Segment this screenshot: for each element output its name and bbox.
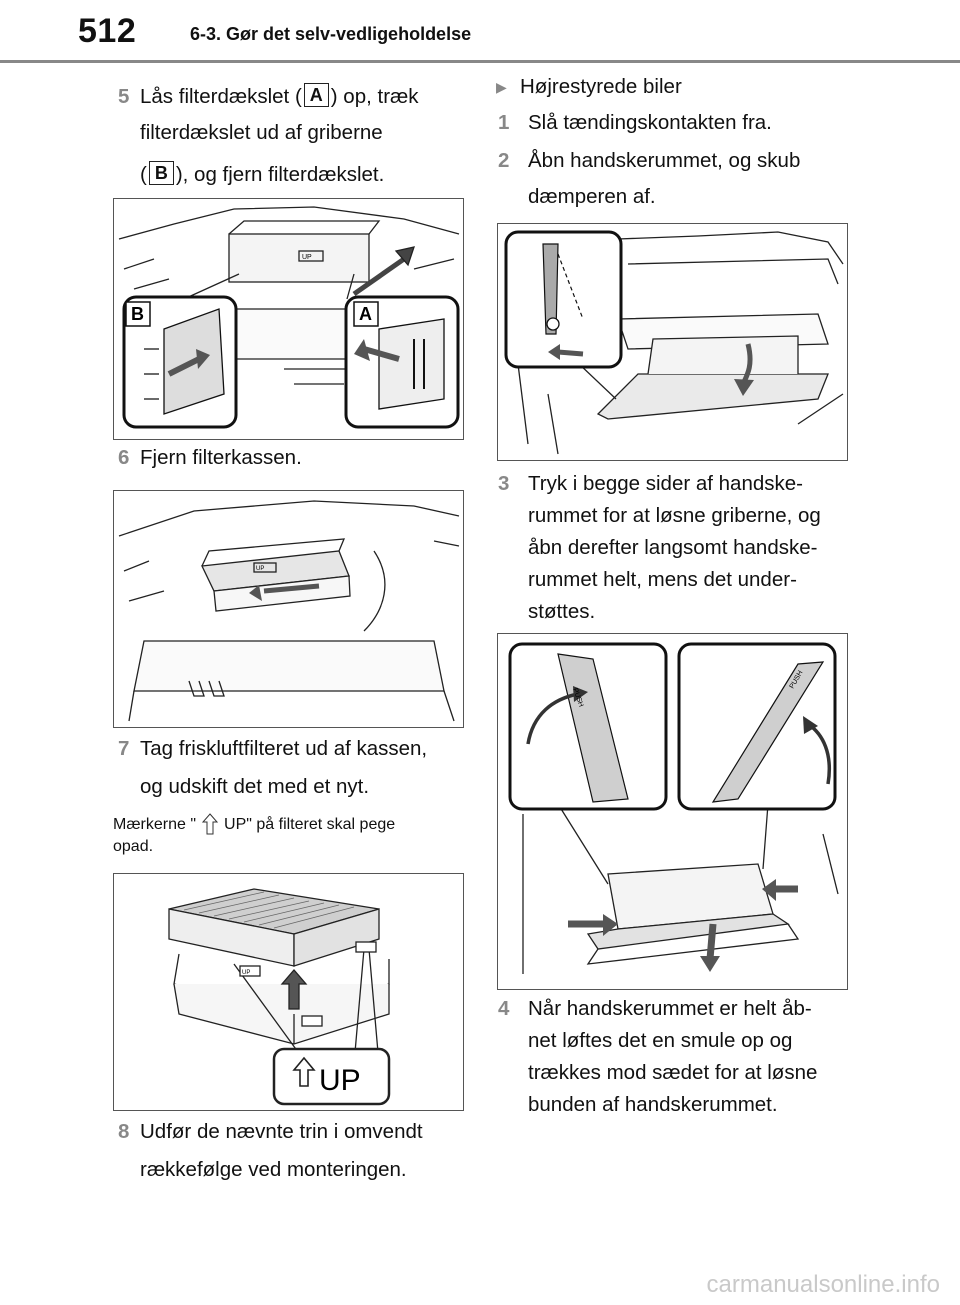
filter-up-tag: UP — [302, 254, 312, 261]
page-number: 512 — [78, 12, 137, 50]
note-text: UP" på filteret skal pege — [224, 816, 396, 833]
step-text: Når handskerummet er helt åb- — [528, 997, 812, 1020]
step-4: 4 Når handskerummet er helt åb- net løft… — [498, 990, 858, 1140]
inset-damper — [504, 230, 623, 369]
step-text: Slå tændingskontakten fra. — [528, 111, 772, 134]
up-label-large: UP — [319, 1064, 361, 1097]
step-text: ) op, træk — [330, 85, 419, 108]
note-text: opad. — [113, 838, 154, 855]
filter-cover-illustration: B A UP — [118, 206, 460, 429]
up-arrow-icon — [196, 813, 224, 836]
filter-up-tag: UP — [242, 970, 250, 976]
step-3: 3 Tryk i begge sider af handske- rummet … — [498, 465, 858, 645]
watermark: carmanualsonline.info — [706, 1271, 940, 1298]
step-text: rummet for at løsne griberne, og — [528, 504, 821, 527]
subheading-text: Højrestyrede biler — [520, 75, 682, 98]
step-number: 2 — [498, 149, 510, 172]
step-number: 5 — [118, 85, 130, 108]
figure-glovebox-damper — [497, 223, 848, 461]
note-text: Mærkerne " — [113, 816, 197, 833]
step-text: rummet helt, mens det under- — [528, 568, 797, 591]
figure-remove-filter-box: UP — [113, 490, 464, 728]
step-8: 8 Udfør de nævnte trin i omvendt rækkefø… — [118, 1113, 478, 1189]
figure-glovebox-push-sides: PUSH PUSH — [497, 633, 848, 990]
callout-b: B — [131, 304, 144, 324]
figure-air-filter-up: UP UP — [113, 873, 464, 1111]
inset-a — [344, 295, 460, 429]
step-number: 7 — [118, 737, 130, 760]
step-text: rækkefølge ved monteringen. — [140, 1158, 407, 1181]
callout-label-a: A — [303, 83, 329, 107]
step-2: 2 Åbn handskerummet, og skub dæmperen af… — [498, 142, 858, 218]
step-number: 8 — [118, 1120, 130, 1143]
step-text: støttes. — [528, 600, 596, 623]
triangle-bullet-icon: ▶ — [496, 79, 507, 95]
step-text: Lås filterdækslet ( — [140, 85, 302, 108]
step-text: Tag friskluftfilteret ud af kassen, — [140, 737, 428, 760]
step-text: net løftes det en smule op og — [528, 1029, 793, 1052]
step-text: og udskift det med et nyt. — [140, 775, 370, 798]
filter-up-tag: UP — [256, 566, 264, 572]
inset-b — [122, 295, 238, 429]
step-text: Udfør de nævnte trin i omvendt — [140, 1120, 423, 1143]
step-text: ( — [140, 163, 147, 186]
step-1: 1 Slå tændingskontakten fra. — [498, 104, 838, 142]
step-7: 7 Tag friskluftfilteret ud af kassen, og… — [118, 730, 478, 806]
step-text: ), og fjern filterdækslet. — [175, 163, 385, 186]
glovebox-damper-illustration — [504, 230, 844, 455]
step-text: filterdækslet ud af griberne — [140, 121, 383, 144]
inset-push-left — [508, 642, 668, 811]
section-title: 6-3. Gør det selv-vedligeholdelse — [190, 24, 472, 44]
step-text: Åbn handskerummet, og skub — [528, 149, 801, 172]
step-text: Fjern filterkassen. — [140, 446, 302, 469]
filter-box-illustration: UP — [118, 500, 460, 722]
note-up-marks: Mærkerne " UP" på filteret skal pege opa… — [113, 813, 473, 859]
step-text: åbn derefter langsomt handske- — [528, 536, 818, 559]
air-filter-illustration: UP UP — [168, 888, 391, 1106]
header-divider — [0, 60, 960, 63]
figure-remove-filter-cover: B A UP — [113, 198, 464, 440]
step-number: 3 — [498, 472, 510, 495]
glovebox-push-illustration: PUSH PUSH — [508, 642, 839, 974]
step-5: 5 Lås filterdækslet (A) op, træk filterd… — [118, 78, 478, 198]
step-text: bunden af handskerummet. — [528, 1093, 778, 1116]
step-text: dæmperen af. — [528, 185, 656, 208]
step-6: 6 Fjern filterkassen. — [118, 439, 458, 477]
step-text: Tryk i begge sider af handske- — [528, 472, 803, 495]
callout-a: A — [359, 304, 372, 324]
step-text: trækkes mod sædet for at løsne — [528, 1061, 818, 1084]
subheading-right-hand-drive: ▶ Højrestyrede biler — [496, 68, 836, 106]
step-number: 6 — [118, 446, 130, 469]
inset-push-right — [677, 642, 837, 811]
step-number: 4 — [498, 997, 510, 1020]
step-number: 1 — [498, 111, 510, 134]
callout-label-b: B — [148, 161, 174, 185]
